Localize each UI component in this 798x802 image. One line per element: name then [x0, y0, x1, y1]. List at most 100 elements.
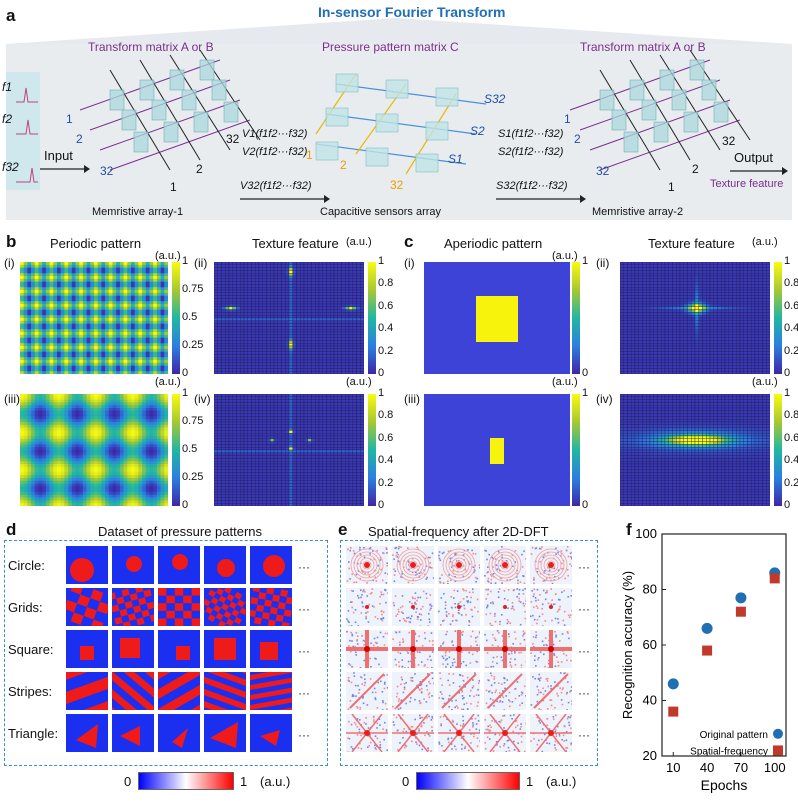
panel-e-colorbar — [416, 772, 520, 790]
panel-b-sub-i: (i) — [4, 256, 15, 270]
panel-e-cbar-max: 1 — [526, 774, 534, 789]
panel-b-unit-1: (a.u.) — [155, 250, 181, 262]
pressure-pattern-tile — [66, 588, 108, 626]
s-label-2: S2(f1f2···f32) — [498, 146, 564, 158]
a1-index-32: 32 — [100, 164, 114, 178]
sensor-s32: S32 — [484, 92, 506, 106]
colorbar-tick: 0.2 — [784, 344, 798, 357]
spatial-frequency-tile — [438, 714, 480, 752]
colorbar-tick: 0.25 — [182, 471, 204, 483]
pressure-pattern-tile — [158, 714, 200, 752]
periodic-pattern-1 — [20, 262, 168, 374]
panel-c-unit-3: (a.u.) — [552, 376, 578, 388]
colorbar-tick: 1 — [582, 387, 589, 399]
a1-index-2: 2 — [76, 132, 83, 146]
spatial-frequency-tile — [438, 672, 480, 710]
pressure-pattern-tile — [204, 672, 246, 710]
a2-index-2: 2 — [574, 132, 581, 146]
panel-d-cbar-min: 0 — [124, 774, 132, 789]
colorbar-tick: 0.4 — [784, 322, 798, 335]
v-arrow — [240, 195, 330, 203]
spatial-frequency-tile — [484, 546, 526, 584]
dataset-row-ellipsis: ··· — [298, 560, 310, 574]
cap-index-1: 1 — [306, 148, 313, 162]
colorbar-tick: 1 — [182, 387, 189, 399]
panel-a-letter: a — [6, 6, 16, 25]
dataset-row-label: Triangle: — [8, 726, 59, 741]
spatial-frequency-tile — [484, 714, 526, 752]
a2-index-1: 1 — [564, 112, 571, 126]
spatial-frequency-tile — [346, 630, 388, 668]
legend-spatial-label: Spatial-frequency — [690, 746, 768, 757]
colorbar-c-4 — [774, 394, 782, 506]
colorbar-tick: 1 — [582, 255, 589, 267]
colorbar-b-1 — [172, 262, 180, 374]
spatial-frequency-point — [735, 606, 746, 617]
spatial-frequency-tile — [530, 588, 572, 626]
spatial-row-ellipsis: ··· — [578, 686, 590, 700]
colorbar-tick: 0.4 — [784, 454, 798, 467]
frequency-peaks-icon — [16, 87, 38, 183]
colorbar-b-2 — [172, 394, 180, 506]
dataset-row-ellipsis: ··· — [298, 686, 310, 700]
pressure-pattern-tile — [158, 672, 200, 710]
spatial-frequency-tile — [530, 630, 572, 668]
input-label: Input — [44, 148, 73, 163]
legend-spatial-marker — [773, 745, 783, 756]
y-tick-label: 40 — [643, 693, 657, 708]
spatial-frequency-tile — [438, 588, 480, 626]
spatial-row-ellipsis: ··· — [578, 602, 590, 616]
a1-index-1: 1 — [66, 112, 73, 126]
pressure-pattern-tile — [204, 714, 246, 752]
pressure-pattern-tile — [112, 546, 154, 584]
aperiodic-square — [476, 296, 518, 342]
spatial-frequency-tile — [484, 672, 526, 710]
y-tick-label: 60 — [643, 637, 657, 652]
original-pattern-point — [701, 622, 713, 634]
v-label-32: V32(f1f2···f32) — [240, 180, 312, 192]
output-label: Output — [734, 150, 774, 165]
s-label-32: S32(f1f2···f32) — [496, 180, 568, 192]
panel-b-title-left: Periodic pattern — [50, 236, 142, 251]
pressure-pattern-tile — [112, 672, 154, 710]
panel-c-sub-iii: (iii) — [404, 392, 420, 406]
colorbar-tick: 0.8 — [784, 409, 798, 422]
panel-f-letter: f — [626, 520, 632, 539]
spatial-frequency-tile — [530, 714, 572, 752]
pressure-pattern-tile — [112, 630, 154, 668]
panel-b-title-right: Texture feature — [252, 236, 339, 251]
v-label-2: V2(f1f2···f32) — [242, 146, 308, 158]
memristive-array-1 — [79, 50, 261, 171]
panel-b-unit-4: (a.u.) — [346, 376, 372, 388]
pressure-pattern-tile — [66, 546, 108, 584]
colorbar-tick: 0 — [582, 367, 589, 379]
spatial-frequency-tile — [392, 714, 434, 752]
colorbar-tick: 1 — [784, 255, 791, 267]
pressure-pattern-tile — [66, 630, 108, 668]
colorbar-tick: 0 — [784, 499, 791, 511]
spatial-frequency-tile — [346, 588, 388, 626]
pressure-pattern-tile — [112, 588, 154, 626]
dataset-row-label: Square: — [8, 642, 54, 657]
pressure-pattern-tile — [250, 672, 292, 710]
colorbar-tick: 0 — [582, 499, 589, 511]
spatial-row-ellipsis: ··· — [578, 560, 590, 574]
v-label-1: V1(f1f2···f32) — [242, 128, 308, 140]
panel-d-title: Dataset of pressure patterns — [98, 524, 263, 539]
spatial-frequency-point — [769, 573, 780, 584]
panel-e-frame — [340, 540, 598, 766]
capacitive-label: Capacitive sensors array — [320, 206, 442, 218]
colorbar-tick: 0.75 — [182, 283, 204, 295]
periodic-pattern-2 — [20, 394, 168, 506]
x-tick-label: 100 — [764, 760, 786, 775]
banner-title: In-sensor Fourier Transform — [318, 4, 506, 20]
transform-label-left: Transform matrix A or B — [88, 40, 214, 54]
colorbar-tick: 0.6 — [784, 431, 798, 444]
pressure-pattern-tile — [204, 546, 246, 584]
colorbar-tick: 0 — [784, 367, 791, 379]
colorbar-tick: 0.5 — [182, 311, 198, 323]
colorbar-tick: 0.6 — [378, 299, 394, 312]
y-tick-label: 80 — [643, 582, 657, 597]
array2-label: Memristive array-2 — [592, 206, 684, 218]
colorbar-tick: 0.2 — [378, 344, 394, 357]
